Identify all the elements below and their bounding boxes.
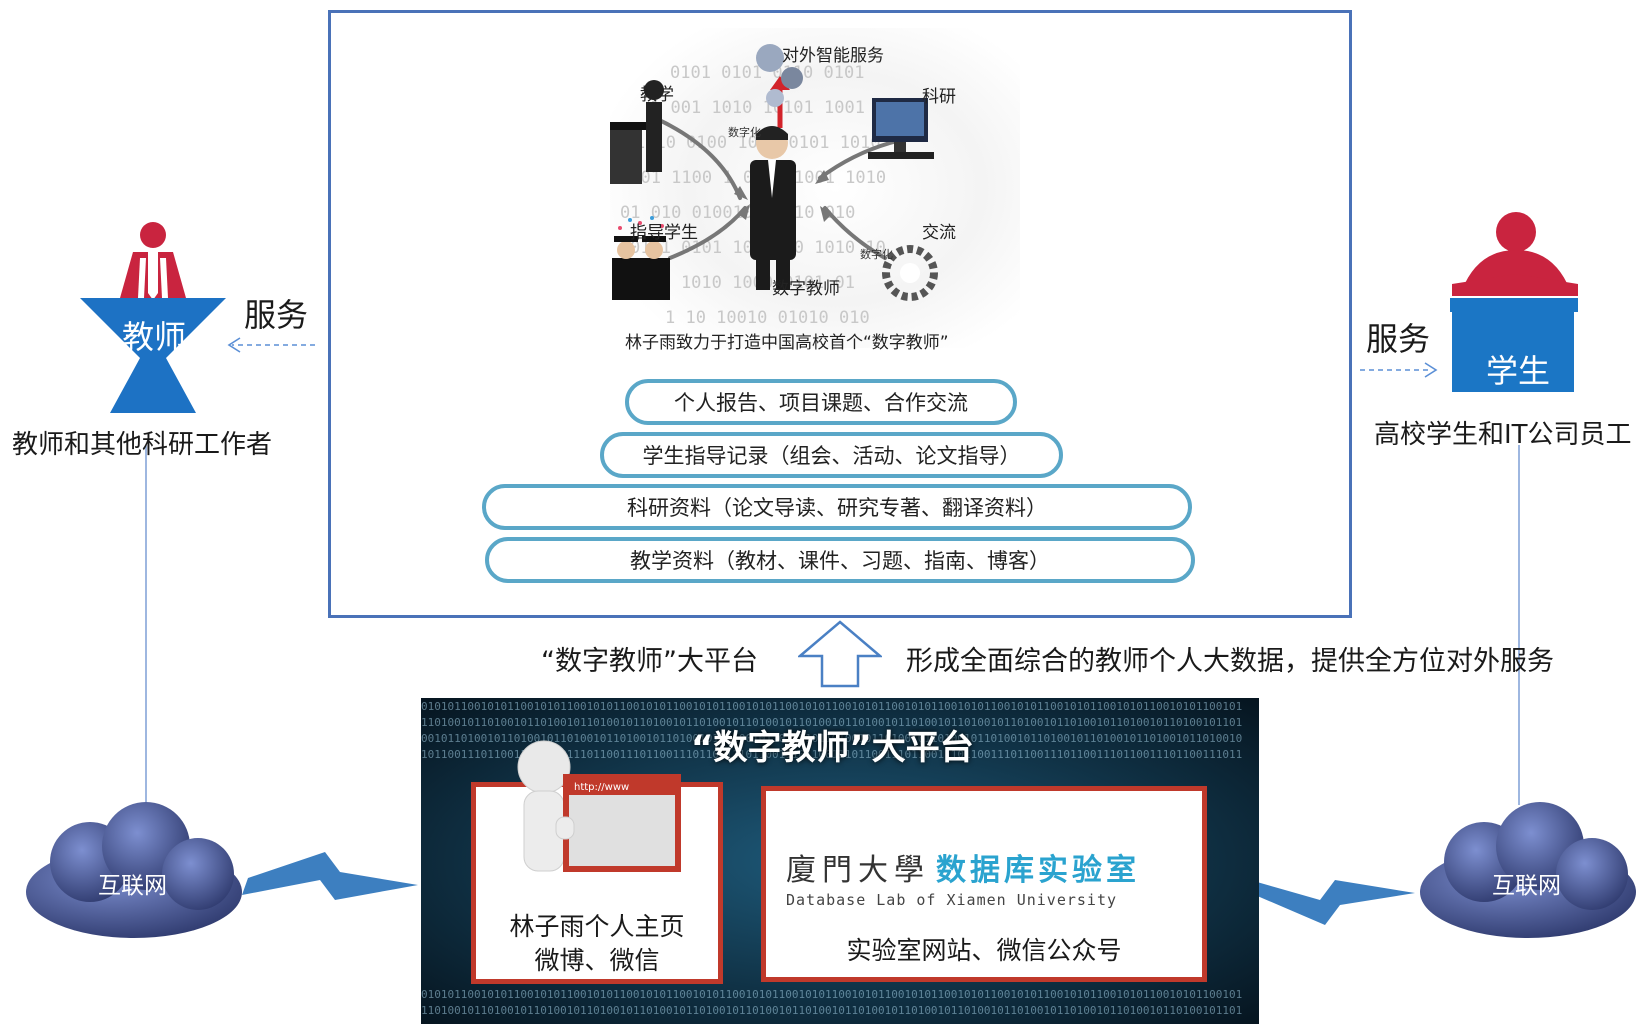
arrow-heads [734, 170, 832, 222]
personal-homepage-label: 林子雨个人主页 [509, 912, 685, 941]
guide-students-label: 指导学生 [630, 223, 698, 243]
digitize-label-1: 数字化 [728, 126, 761, 139]
internet-cloud-left [26, 802, 242, 938]
lab-logo-database-lab: 数据库实验室 [936, 853, 1140, 888]
illustration-caption: 林子雨致力于打造中国高校首个“数字教师” [625, 333, 949, 353]
digital-teacher-label: 数字教师 [772, 279, 840, 299]
exchange-label: 交流 [922, 223, 956, 243]
teacher-description: 教师和其他科研工作者 [12, 430, 273, 460]
student-service-label: 服务 [1366, 320, 1431, 358]
internet-right-label: 互联网 [1492, 873, 1561, 899]
svg-text:110100101101001011010010110100: 1101001011010010110100101101001011010010… [421, 1004, 1242, 1017]
3d-person-browser-icon: http://www [517, 740, 681, 872]
browser-url-text: http://www [574, 782, 629, 793]
teacher-service-label: 服务 [244, 296, 309, 334]
digital-teacher-illustration: 0101 0101 0110 0101 1 001 1010 10101 100… [610, 28, 1020, 348]
svg-text:0101 0101 0110 0101: 0101 0101 0110 0101 [670, 63, 864, 83]
svg-text:101100111011001110110011101100: 1011001110110011101100111011001110110011… [421, 748, 1242, 761]
computer-icon [868, 98, 934, 159]
exchange-circle-icon [882, 245, 938, 301]
platform-arrow-left-text: “数字教师”大平台 [541, 646, 758, 677]
service-label: 对外智能服务 [782, 46, 884, 66]
research-label: 科研 [922, 87, 956, 107]
student-label: 学生 [1486, 352, 1551, 390]
digital-teacher-figure [750, 126, 796, 290]
layer-teaching-materials: 教学资料（教材、课件、习题、指南、博客） [485, 537, 1195, 583]
up-arrow-icon [798, 620, 882, 688]
svg-text:001 1010 1000 0101 01: 001 1010 1000 0101 01 [640, 273, 855, 293]
layer-reports: 个人报告、项目课题、合作交流 [625, 379, 1017, 425]
teacher-label: 教师 [122, 318, 187, 356]
svg-text:010101100101011001010110010101: 0101011001010110010101100101011001010110… [421, 988, 1242, 1001]
lab-website-label: 实验室网站、微信公众号 [846, 936, 1122, 965]
service-gears-icon [756, 44, 803, 107]
digitize-label-2: 数字化 [860, 248, 893, 261]
teaching-figure [610, 80, 664, 184]
svg-text:1 001 1010 10101 1001 0101: 1 001 1010 10101 1001 0101 [650, 98, 916, 118]
svg-text:110100101101001011010010110100: 1101001011010010110100101101001011010010… [421, 716, 1242, 729]
platform-title: “数字教师”大平台 [691, 728, 974, 768]
svg-text:01 010 01001001 010 010: 01 010 01001001 010 010 [620, 203, 855, 223]
weibo-wechat-label: 微博、微信 [534, 946, 660, 975]
lab-logo-english: Database Lab of Xiamen University [786, 891, 1118, 909]
digital-teacher-platform: 0101011001010110010101100101011001010110… [421, 698, 1259, 1024]
graduates-figure [612, 216, 670, 300]
layer-student-guidance: 学生指导记录（组会、活动、论文指导） [600, 432, 1063, 478]
teacher-figure [80, 222, 226, 413]
lab-logo-xmu: 廈門大學 [786, 853, 930, 888]
internet-left-label: 互联网 [98, 873, 167, 899]
teaching-label: 教学 [640, 85, 674, 105]
svg-text:1 10 10010 01010 010: 1 10 10010 01010 010 [665, 308, 870, 328]
lab-website-card: 廈門大學 数据库实验室 Database Lab of Xiamen Unive… [761, 786, 1207, 982]
internet-cloud-right [1420, 802, 1636, 938]
student-description: 高校学生和IT公司员工 [1374, 420, 1632, 450]
student-figure [1450, 212, 1578, 392]
svg-text:010101100101011001010110010101: 0101011001010110010101100101011001010110… [421, 700, 1242, 713]
svg-text:001011010010110100101101001011: 0010110100101101001011010010110100101101… [421, 732, 1242, 745]
binary-background: 0101 0101 0110 0101 1 001 1010 10101 100… [620, 63, 916, 328]
platform-arrow-right-text: 形成全面综合的教师个人大数据，提供全方位对外服务 [906, 646, 1554, 677]
personal-homepage-card: http://www 林子雨个人主页 微博、微信 [471, 740, 723, 984]
layer-research-materials: 科研资料（论文导读、研究专著、翻译资料） [482, 484, 1192, 530]
